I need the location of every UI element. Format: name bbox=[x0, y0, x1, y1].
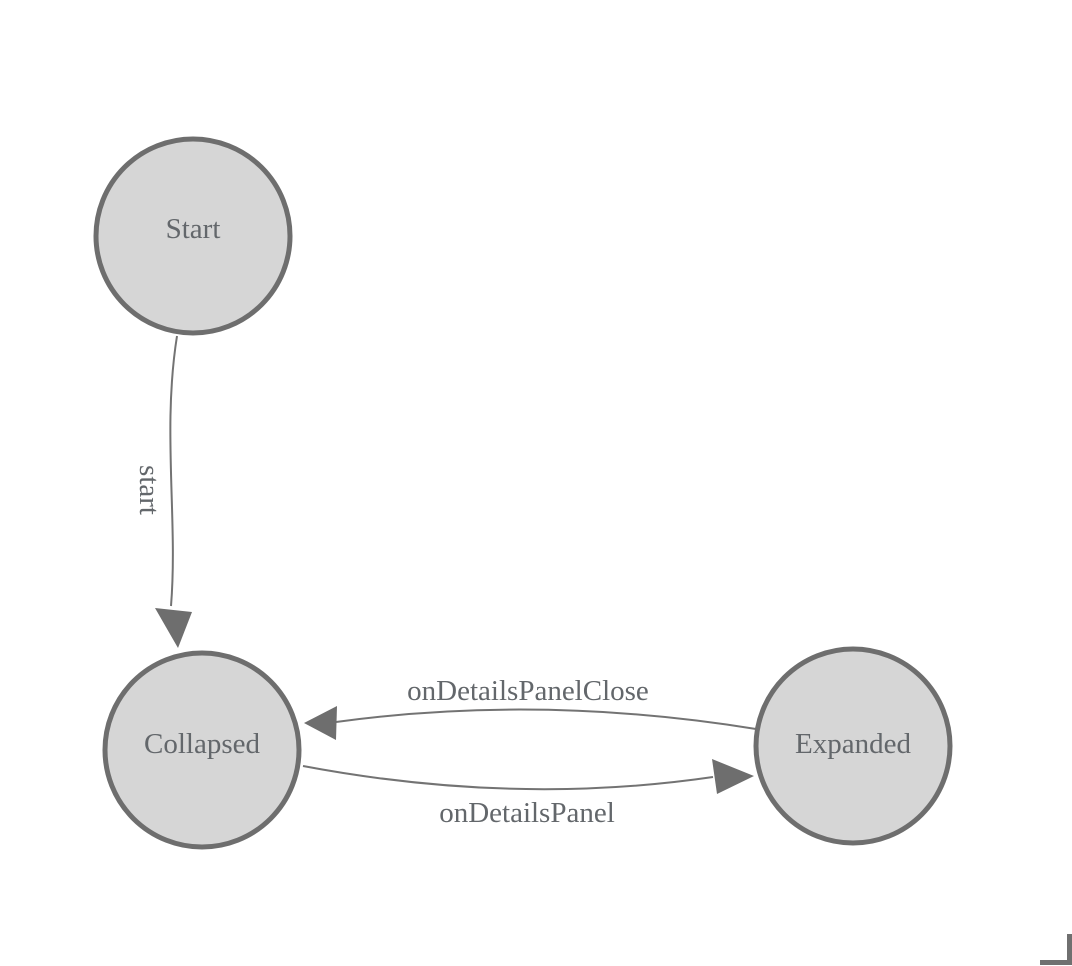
state-circle-expanded[interactable] bbox=[753, 646, 953, 846]
corner-horizontal-bar bbox=[1040, 960, 1072, 965]
edge-path bbox=[335, 708, 757, 730]
edge-expanded-to-collapsed: onDetailsPanelClose bbox=[304, 675, 757, 740]
state-label-start: Start bbox=[166, 213, 221, 245]
state-label-expanded: Expanded bbox=[795, 728, 911, 760]
edge-start-to-collapsed: start bbox=[133, 335, 192, 648]
resize-corner-icon bbox=[1040, 934, 1072, 965]
edge-label-start: start bbox=[133, 465, 165, 515]
state-node-start[interactable]: Start bbox=[93, 136, 293, 336]
corner-vertical-bar bbox=[1067, 934, 1072, 965]
arrowhead-down-icon bbox=[155, 608, 192, 648]
state-label-collapsed: Collapsed bbox=[144, 728, 260, 760]
arrowhead-right-icon bbox=[712, 759, 754, 794]
edge-collapsed-to-expanded: onDetailsPanel bbox=[302, 759, 754, 829]
state-node-collapsed[interactable]: Collapsed bbox=[102, 650, 302, 850]
edge-path bbox=[169, 335, 178, 607]
edge-label-ondetailspanelclose: onDetailsPanelClose bbox=[407, 675, 649, 707]
edge-label-ondetailspanel: onDetailsPanel bbox=[439, 797, 615, 829]
state-node-expanded[interactable]: Expanded bbox=[753, 646, 953, 846]
state-circle-collapsed[interactable] bbox=[102, 650, 302, 850]
edge-path bbox=[302, 765, 714, 791]
arrowhead-left-icon bbox=[304, 706, 337, 740]
state-circle-start[interactable] bbox=[93, 136, 293, 336]
